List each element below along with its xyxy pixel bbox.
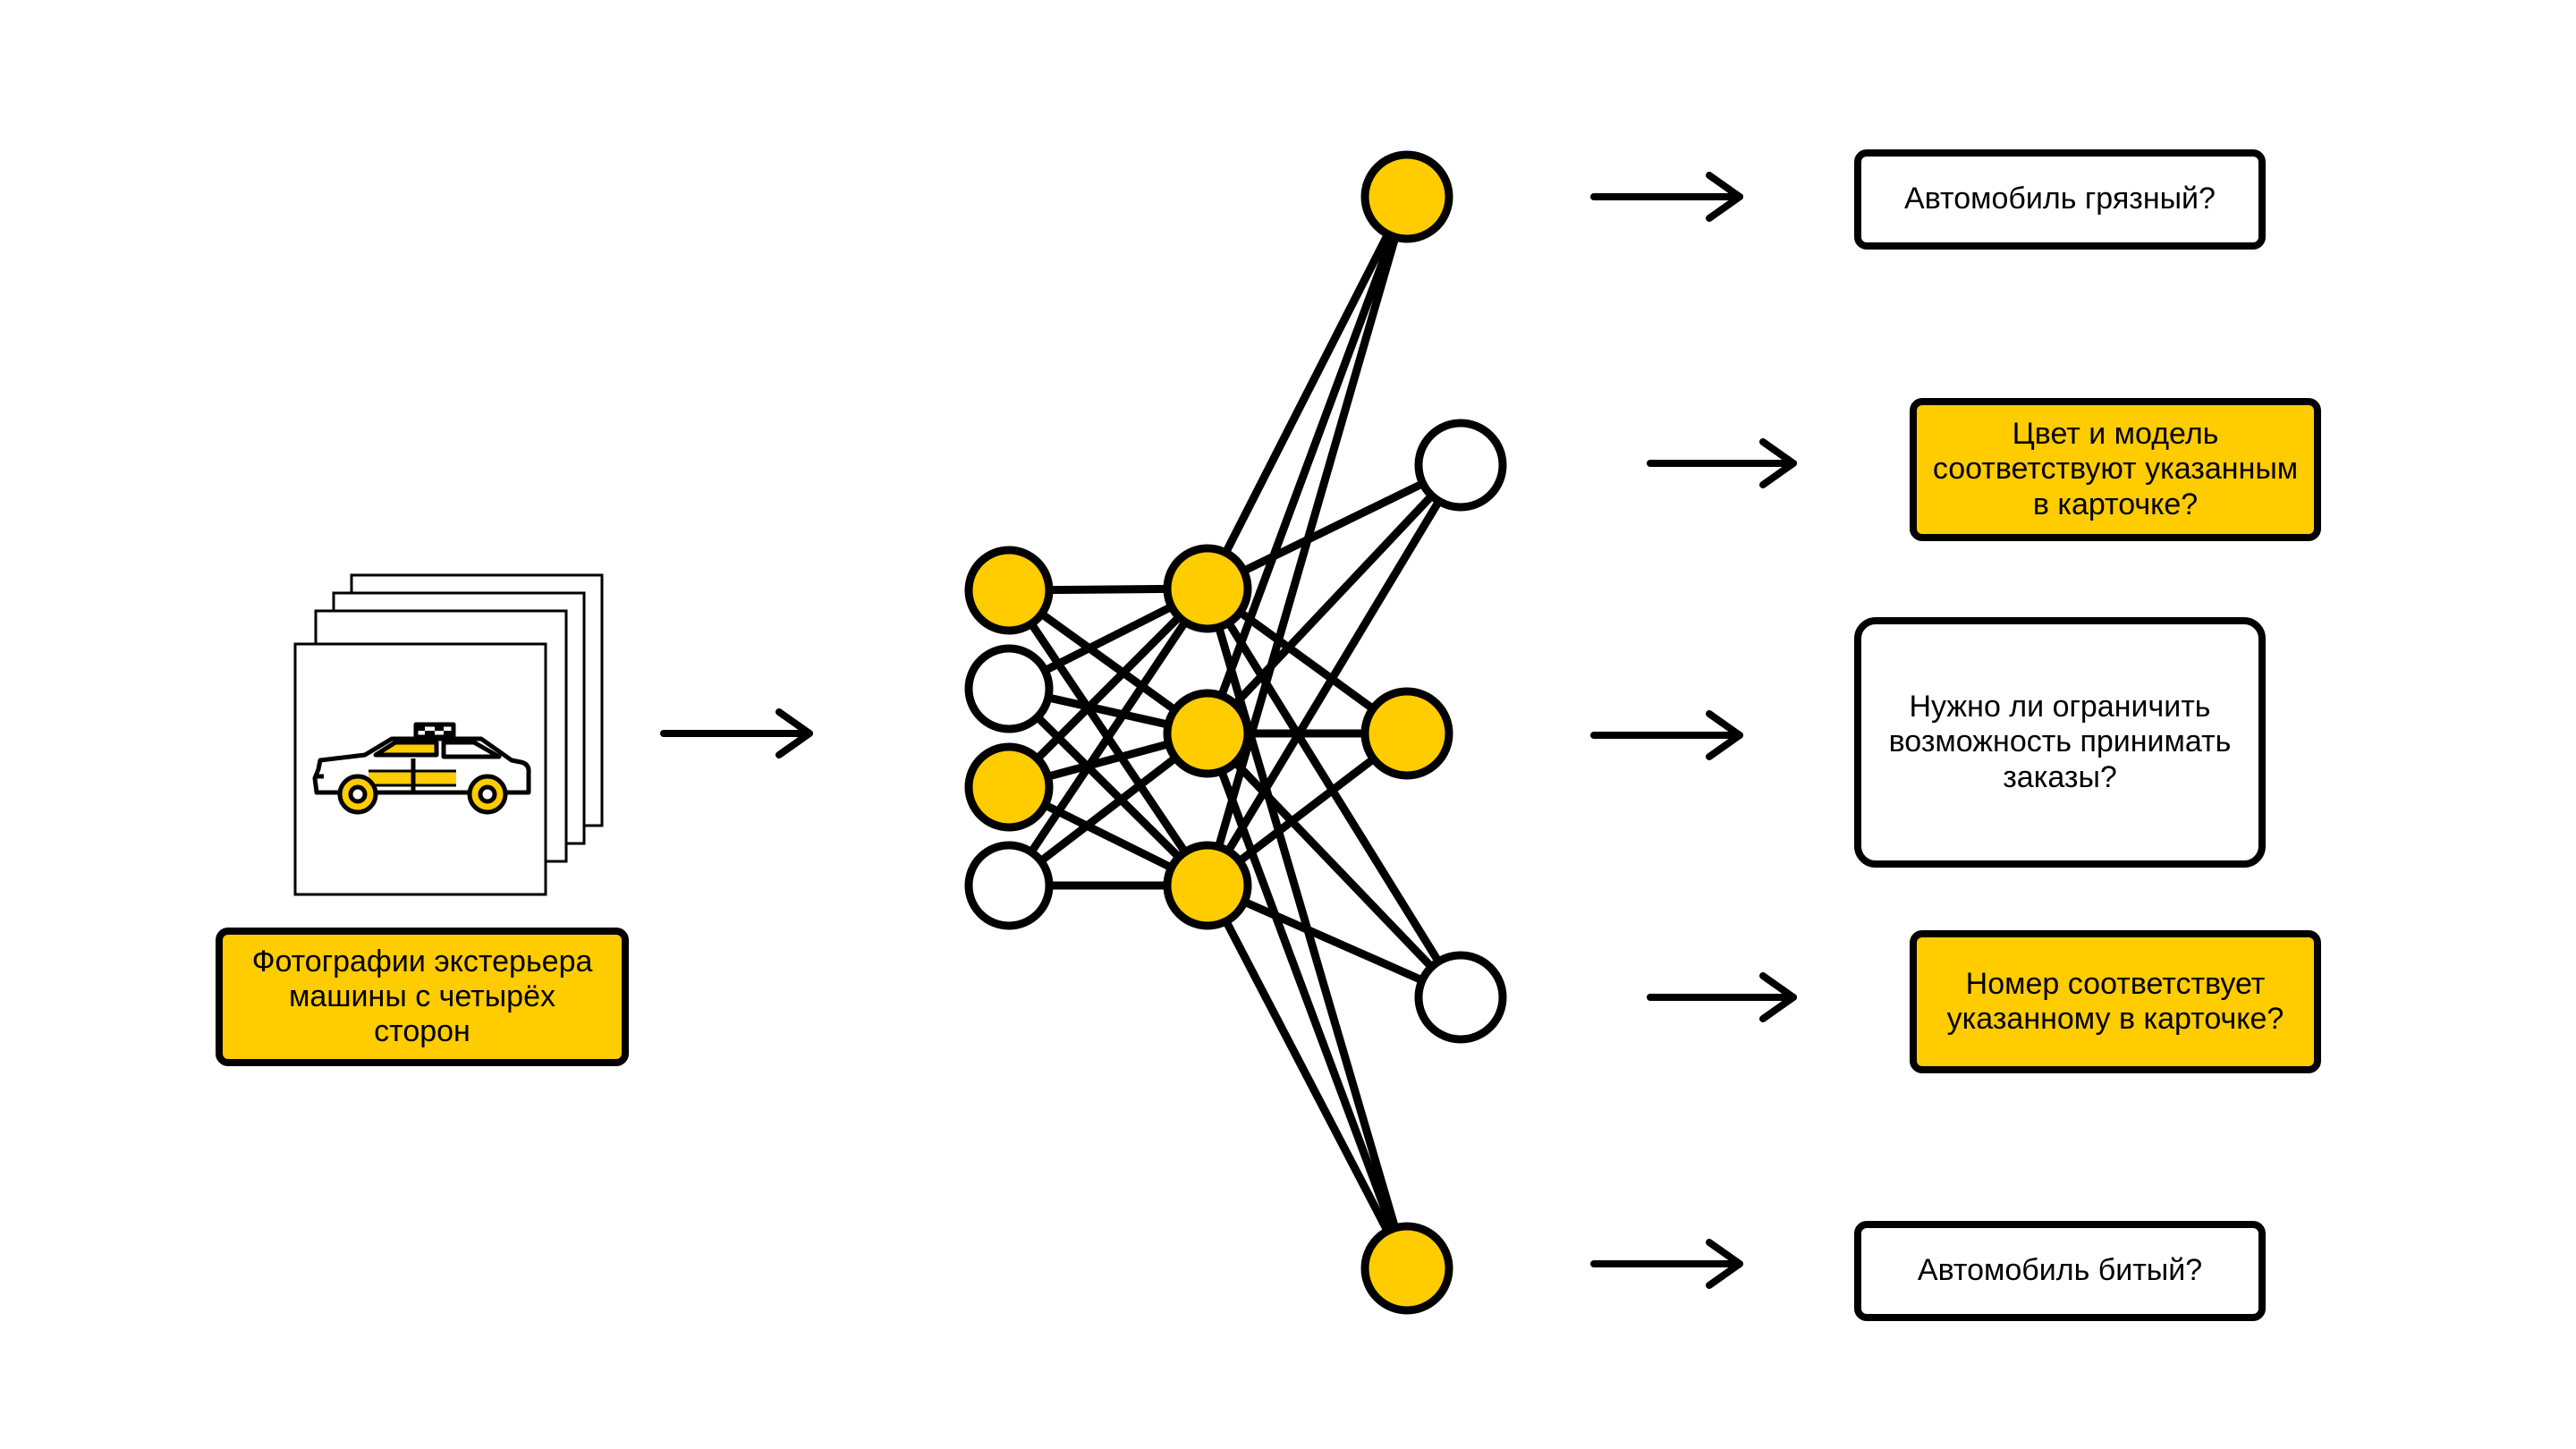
edge-l2-2-out-4 xyxy=(1204,883,1411,1271)
edge-l2-1-out-1 xyxy=(1204,462,1464,737)
output-arrow-0 xyxy=(1590,172,1743,222)
input-caption: Фотографии экстерьера машины с четырёх с… xyxy=(216,928,629,1066)
output-box-color-model: Цвет и модель соответствуют указанным в … xyxy=(1910,398,2321,541)
output-box-restrict-orders: Нужно ли ограничить возможность принимат… xyxy=(1854,617,2266,868)
edge-l1-2-l2-0 xyxy=(1005,585,1211,791)
edge-l2-0-out-1 xyxy=(1206,461,1462,593)
edge-l2-0-out-0 xyxy=(1203,194,1411,591)
edge-l2-2-out-1 xyxy=(1204,462,1464,888)
output-arrow-1 xyxy=(1647,438,1797,488)
hidden-node-1 xyxy=(1163,689,1252,778)
taxi-car-icon xyxy=(312,722,531,815)
input-arrow xyxy=(660,708,813,758)
network-nodes xyxy=(964,150,1507,1315)
hidden-node-0 xyxy=(1163,544,1252,633)
output-arrow-4 xyxy=(1590,1239,1743,1289)
output-box-damaged: Автомобиль битый? xyxy=(1854,1221,2266,1321)
edge-l2-2-out-0 xyxy=(1203,195,1411,887)
edge-l1-3-l2-0 xyxy=(1005,586,1211,888)
input-node-3 xyxy=(964,841,1054,930)
input-node-1 xyxy=(964,644,1054,733)
hidden-node-2 xyxy=(1163,841,1252,930)
edge-l2-1-out-3 xyxy=(1204,730,1464,1001)
output-node-2 xyxy=(1360,687,1453,780)
output-node-0 xyxy=(1360,150,1453,243)
output-box-plate: Номер соответствует указанному в карточк… xyxy=(1910,930,2321,1073)
input-node-0 xyxy=(964,546,1054,635)
output-box-dirty: Автомобиль грязный? xyxy=(1854,149,2266,250)
edge-l2-2-out-3 xyxy=(1206,881,1462,1002)
arrows xyxy=(660,172,1797,1289)
output-node-3 xyxy=(1414,951,1507,1044)
output-arrow-2 xyxy=(1590,710,1743,760)
output-node-4 xyxy=(1360,1222,1453,1315)
edge-l1-1-l2-2 xyxy=(1005,685,1211,889)
edge-l2-1-out-0 xyxy=(1203,195,1411,735)
output-arrow-3 xyxy=(1647,972,1797,1022)
input-node-2 xyxy=(964,742,1054,832)
output-node-1 xyxy=(1414,419,1507,512)
